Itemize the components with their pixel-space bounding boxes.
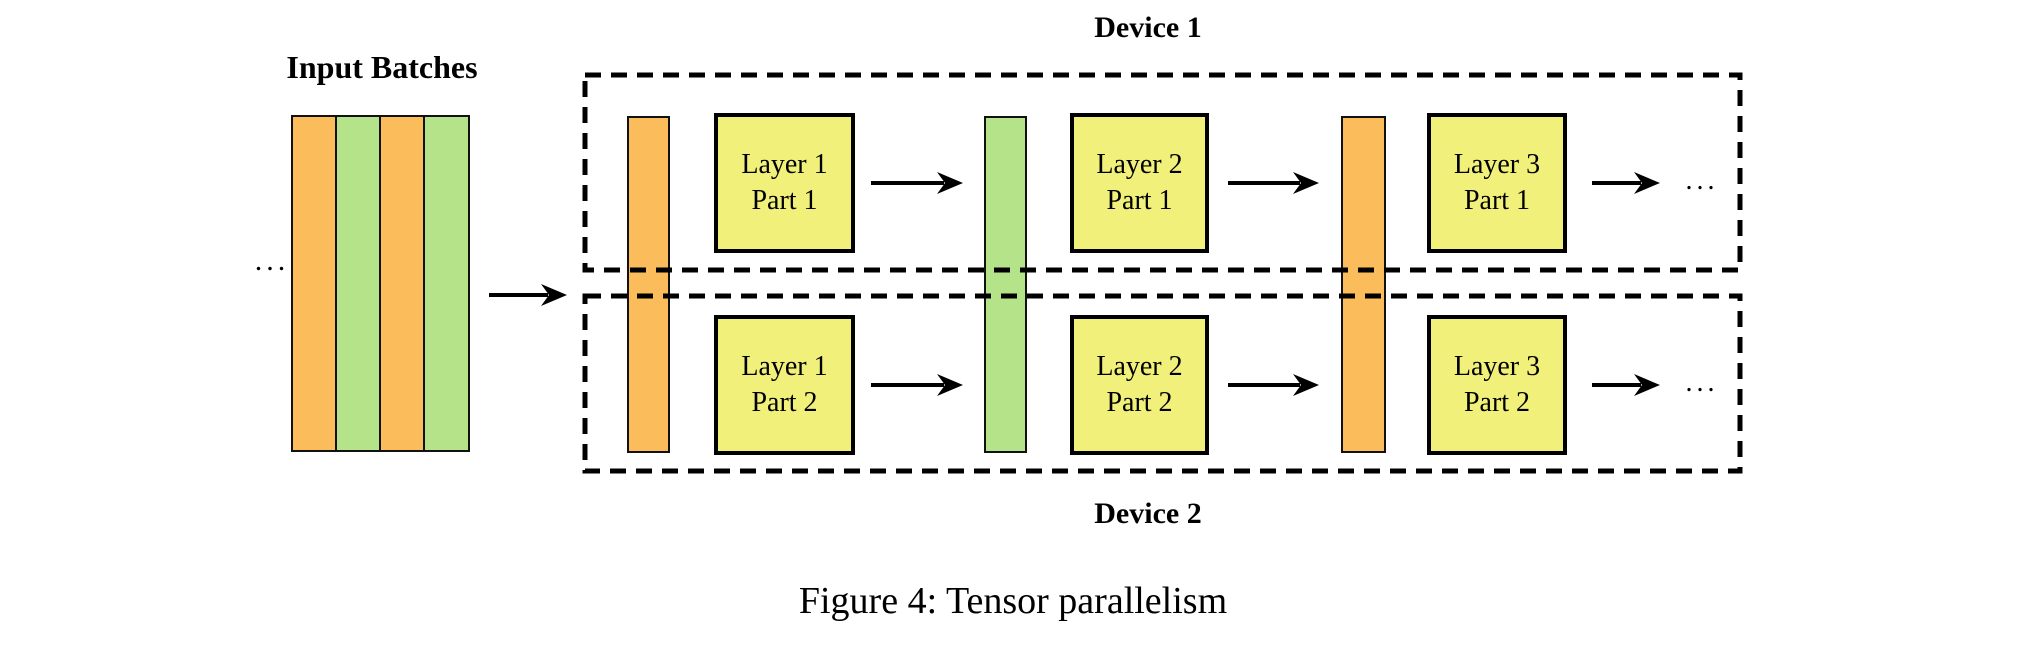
input-batch-bar-2 bbox=[335, 115, 382, 452]
d2-arrow-layer2-to-bar-icon bbox=[1228, 374, 1319, 396]
d1-arrow-layer3-out-icon bbox=[1592, 172, 1660, 194]
figure-caption: Figure 4: Tensor parallelism bbox=[798, 580, 1228, 622]
layer1-part1-box: Layer 1 Part 1 bbox=[714, 113, 855, 253]
d1-arrow-layer1-to-bar-icon bbox=[871, 172, 963, 194]
layer3-part2-line1: Layer 3 bbox=[1453, 351, 1541, 382]
layer3-part1-box: Layer 3 Part 1 bbox=[1427, 113, 1567, 253]
layer1-part1-line1: Layer 1 bbox=[741, 149, 828, 180]
layer1-part1-line2: Part 1 bbox=[751, 185, 818, 216]
device2-ellipsis: ... bbox=[1685, 367, 1719, 398]
activation-bar-3 bbox=[1341, 116, 1386, 453]
layer1-part2-line1: Layer 1 bbox=[741, 351, 828, 382]
layer2-part2-line1: Layer 2 bbox=[1096, 351, 1183, 382]
layer1-part2-box: Layer 1 Part 2 bbox=[714, 315, 855, 455]
layer2-part2-box: Layer 2 Part 2 bbox=[1070, 315, 1209, 455]
activation-bar-2 bbox=[984, 116, 1027, 453]
layer3-part2-line2: Part 2 bbox=[1463, 387, 1531, 418]
input-to-devices-arrow-icon bbox=[489, 284, 567, 306]
d2-arrow-layer3-out-icon bbox=[1592, 374, 1660, 396]
layer2-part2-line2: Part 2 bbox=[1106, 387, 1173, 418]
layer2-part1-line1: Layer 2 bbox=[1096, 149, 1183, 180]
d1-arrow-layer2-to-bar-icon bbox=[1228, 172, 1319, 194]
input-batches-label: Input Batches bbox=[286, 49, 478, 85]
input-batch-bar-4 bbox=[423, 115, 470, 452]
layer3-part2-box: Layer 3 Part 2 bbox=[1427, 315, 1567, 455]
input-batch-bar-3 bbox=[379, 115, 426, 452]
layer2-part1-box: Layer 2 Part 1 bbox=[1070, 113, 1209, 253]
input-ellipsis: ... bbox=[254, 244, 290, 277]
input-batches-block bbox=[291, 115, 470, 452]
activation-bar-1 bbox=[627, 116, 670, 453]
device2-label: Device 2 bbox=[1094, 497, 1202, 530]
device1-ellipsis: ... bbox=[1685, 165, 1719, 196]
layer3-part1-line2: Part 1 bbox=[1463, 185, 1531, 216]
device1-label: Device 1 bbox=[1094, 11, 1202, 44]
layer2-part1-line2: Part 1 bbox=[1106, 185, 1173, 216]
input-batch-bar-1 bbox=[291, 115, 338, 452]
layer1-part2-line2: Part 2 bbox=[751, 387, 818, 418]
layer3-part1-line1: Layer 3 bbox=[1453, 149, 1541, 180]
d2-arrow-layer1-to-bar-icon bbox=[871, 374, 963, 396]
